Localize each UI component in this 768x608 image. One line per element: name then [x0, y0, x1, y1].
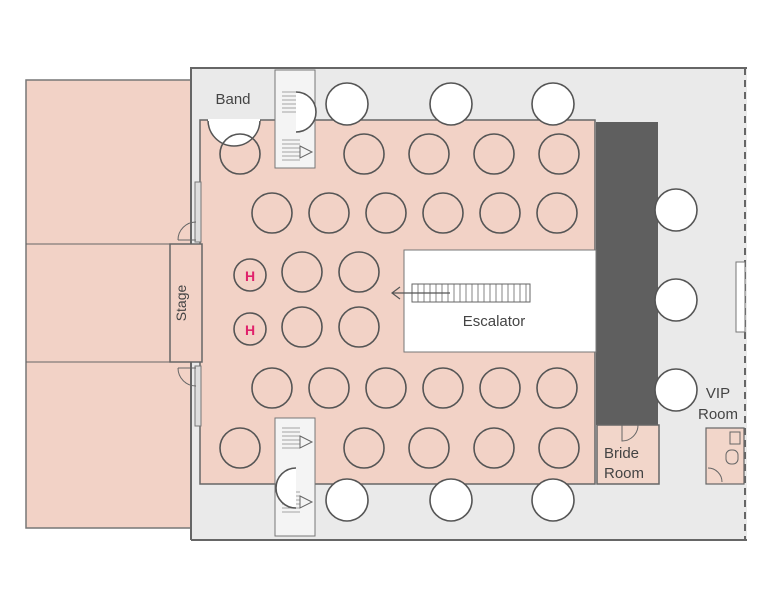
- left-annex: [25, 79, 192, 529]
- service-wall-panel: [596, 122, 658, 425]
- bride-room-label-line1: Bride: [604, 445, 639, 462]
- round-table: [308, 367, 350, 409]
- round-table: [408, 427, 450, 469]
- round-table: [343, 133, 385, 175]
- head-table-mark: H: [245, 322, 255, 338]
- round-table: [281, 306, 323, 348]
- vip-room-label-line2: Room: [698, 406, 738, 423]
- round-table: [473, 133, 515, 175]
- escalator: Escalator: [391, 249, 597, 353]
- round-table: [325, 478, 369, 522]
- round-table: [654, 188, 698, 232]
- round-table: [408, 133, 450, 175]
- round-table: [473, 427, 515, 469]
- escalator-label: Escalator: [463, 313, 526, 330]
- left-doors: [177, 181, 202, 427]
- round-table: [365, 192, 407, 234]
- round-table: [275, 467, 297, 509]
- round-table: [325, 82, 369, 126]
- interior-tables: [219, 133, 580, 469]
- round-table: [343, 427, 385, 469]
- round-table: [219, 427, 261, 469]
- vip-room: VIP Room: [698, 385, 745, 485]
- round-table: [538, 133, 580, 175]
- round-table: [479, 367, 521, 409]
- round-table: [422, 367, 464, 409]
- round-table: [429, 82, 473, 126]
- bride-room-label-line2: Room: [604, 465, 644, 482]
- head-table: [233, 258, 267, 292]
- head-table-mark: H: [245, 268, 255, 284]
- round-table: [219, 133, 261, 175]
- band-label: Band: [215, 91, 250, 108]
- round-table: [308, 192, 350, 234]
- vip-room-label-line1: VIP: [706, 385, 730, 402]
- round-table: [536, 192, 578, 234]
- stage: Stage: [169, 243, 203, 363]
- round-table: [531, 82, 575, 126]
- round-table: [531, 478, 575, 522]
- bride-room: Bride Room: [596, 424, 660, 485]
- round-table: [429, 478, 473, 522]
- round-table: [536, 367, 578, 409]
- round-table: [295, 91, 317, 133]
- round-table: [422, 192, 464, 234]
- head-tables: H H: [233, 258, 267, 346]
- round-table: [365, 367, 407, 409]
- round-table: [338, 306, 380, 348]
- round-table: [538, 427, 580, 469]
- round-table: [654, 278, 698, 322]
- stage-label: Stage: [173, 284, 189, 321]
- band-area: Band: [207, 91, 261, 147]
- perimeter-tables: [275, 82, 698, 522]
- round-table: [281, 251, 323, 293]
- round-table: [338, 251, 380, 293]
- round-table: [479, 192, 521, 234]
- round-table: [251, 192, 293, 234]
- round-table: [251, 367, 293, 409]
- head-table: [233, 312, 267, 346]
- round-table: [654, 368, 698, 412]
